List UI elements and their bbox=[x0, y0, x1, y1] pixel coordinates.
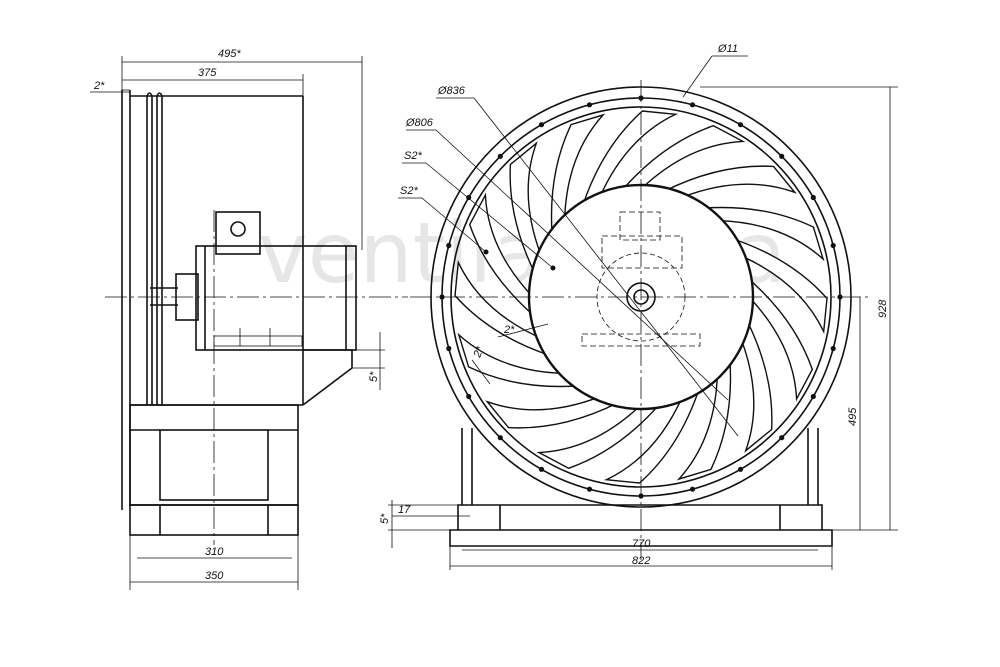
bolt-hole bbox=[689, 486, 696, 492]
bolt-hole bbox=[497, 153, 503, 159]
dim-blade-angle-2: 2* bbox=[471, 344, 486, 359]
impeller-blade bbox=[509, 141, 542, 277]
side-view: 495* 375 2* 5* 310 350 bbox=[90, 48, 408, 590]
bolt-hole bbox=[497, 435, 503, 441]
bolt-hole bbox=[538, 466, 545, 472]
impeller-blade bbox=[468, 192, 536, 318]
impeller-blade bbox=[603, 386, 701, 484]
dim-total-length: 495* bbox=[218, 48, 241, 60]
bolt-hole bbox=[466, 393, 472, 400]
impeller-blade bbox=[581, 110, 679, 208]
impeller-blade bbox=[700, 206, 825, 262]
impeller-blade bbox=[676, 356, 732, 481]
bolt-hole bbox=[538, 122, 545, 128]
dim-support-gap: 5* bbox=[368, 371, 380, 382]
bolt-hole bbox=[810, 194, 816, 201]
dim-foot-width: 17 bbox=[398, 504, 411, 516]
bolt-hole bbox=[779, 153, 785, 159]
dim-axis-height: 495 bbox=[847, 407, 859, 426]
flange-bolt-holes bbox=[439, 95, 843, 499]
inlet-flange bbox=[121, 90, 163, 510]
impeller-blade bbox=[550, 113, 606, 238]
impeller-blade bbox=[740, 317, 773, 453]
front-dimensions: Ø11 Ø836 Ø806 S2* S2* 2* 2* bbox=[379, 43, 898, 570]
dim-base-inner: 310 bbox=[205, 546, 224, 558]
side-dimensions: 495* 375 2* 5* 310 350 bbox=[90, 48, 381, 590]
dim-flange: 2* bbox=[93, 80, 105, 92]
impeller-blade bbox=[730, 237, 828, 335]
impeller-blade bbox=[454, 259, 552, 357]
impeller-blade bbox=[661, 165, 797, 198]
bolt-hole bbox=[810, 393, 816, 400]
dim-total-height: 928 bbox=[877, 299, 889, 318]
dim-thickness-2: S2* bbox=[400, 185, 418, 197]
bolt-hole bbox=[737, 122, 744, 128]
bolt-hole bbox=[830, 345, 836, 352]
bolt-hole bbox=[446, 345, 452, 352]
dim-thickness-1: S2* bbox=[404, 150, 422, 162]
dim-housing-length: 375 bbox=[198, 67, 217, 79]
bolt-hole bbox=[830, 242, 836, 249]
support-bracket bbox=[302, 349, 385, 406]
bolt-hole bbox=[779, 435, 785, 441]
motor-side bbox=[150, 211, 357, 351]
dim-blade-angle-1: 2* bbox=[503, 324, 515, 336]
bolt-hole bbox=[586, 102, 593, 108]
impeller-blades bbox=[454, 110, 828, 484]
dim-bolt-circle: Ø836 bbox=[437, 85, 466, 97]
dim-foot-height: 5* bbox=[379, 513, 391, 524]
dim-mount-spacing: 770 bbox=[632, 538, 651, 550]
impeller-blade bbox=[536, 402, 662, 470]
impeller-blade bbox=[457, 332, 582, 388]
bolt-hole bbox=[689, 102, 696, 108]
impeller-blade bbox=[746, 276, 814, 402]
dim-base-outer: 350 bbox=[205, 570, 224, 582]
bolt-hole bbox=[586, 486, 593, 492]
bolt-hole bbox=[439, 294, 445, 300]
dim-inner-diameter: Ø806 bbox=[405, 117, 434, 129]
dim-bolt-hole: Ø11 bbox=[717, 43, 738, 55]
bolt-hole bbox=[737, 466, 744, 472]
impeller-blade bbox=[485, 396, 621, 429]
front-view: Ø11 Ø836 Ø806 S2* S2* 2* 2* bbox=[379, 43, 898, 570]
bolt-hole bbox=[446, 242, 452, 249]
impeller-blade bbox=[620, 124, 746, 192]
bolt-hole bbox=[466, 194, 472, 201]
dim-base-width: 822 bbox=[632, 555, 650, 567]
